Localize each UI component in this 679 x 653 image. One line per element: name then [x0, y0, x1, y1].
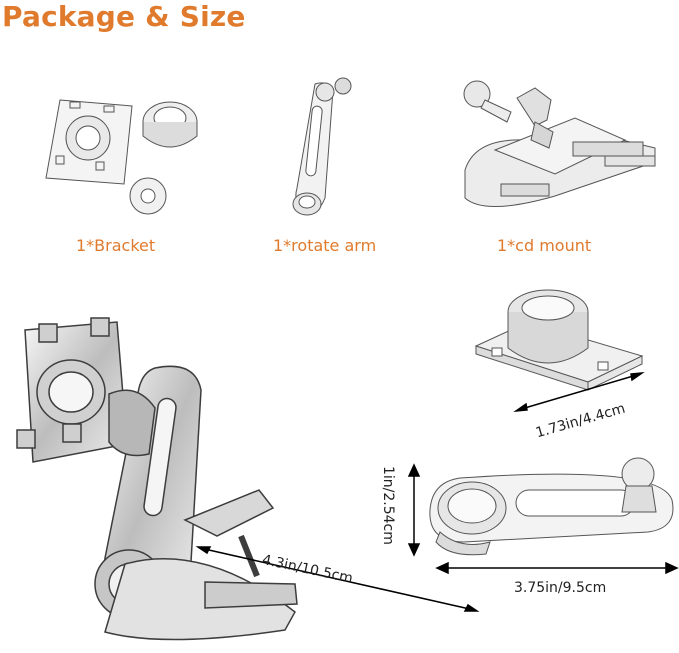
arm-height-arrow	[404, 464, 424, 556]
assembled-mount-illustration	[5, 312, 305, 648]
caption-cd-mount: 1*cd mount	[497, 236, 592, 255]
arm-length-arrow	[436, 560, 678, 576]
arm-side-illustration	[420, 450, 678, 560]
bracket-width-arrow	[512, 368, 647, 418]
page-title: Package & Size	[2, 0, 246, 33]
arm-height-label: 1in/2.54cm	[380, 466, 396, 545]
mount-length-arrow	[190, 538, 490, 618]
caption-bracket: 1*Bracket	[76, 236, 156, 255]
cd-mount-illustration	[455, 78, 660, 218]
rotate-arm-illustration	[285, 78, 365, 228]
bracket-parts-illustration	[40, 92, 220, 222]
caption-rotate-arm: 1*rotate arm	[273, 236, 377, 255]
bracket-base-illustration	[470, 282, 645, 400]
arm-length-label: 3.75in/9.5cm	[514, 580, 607, 596]
